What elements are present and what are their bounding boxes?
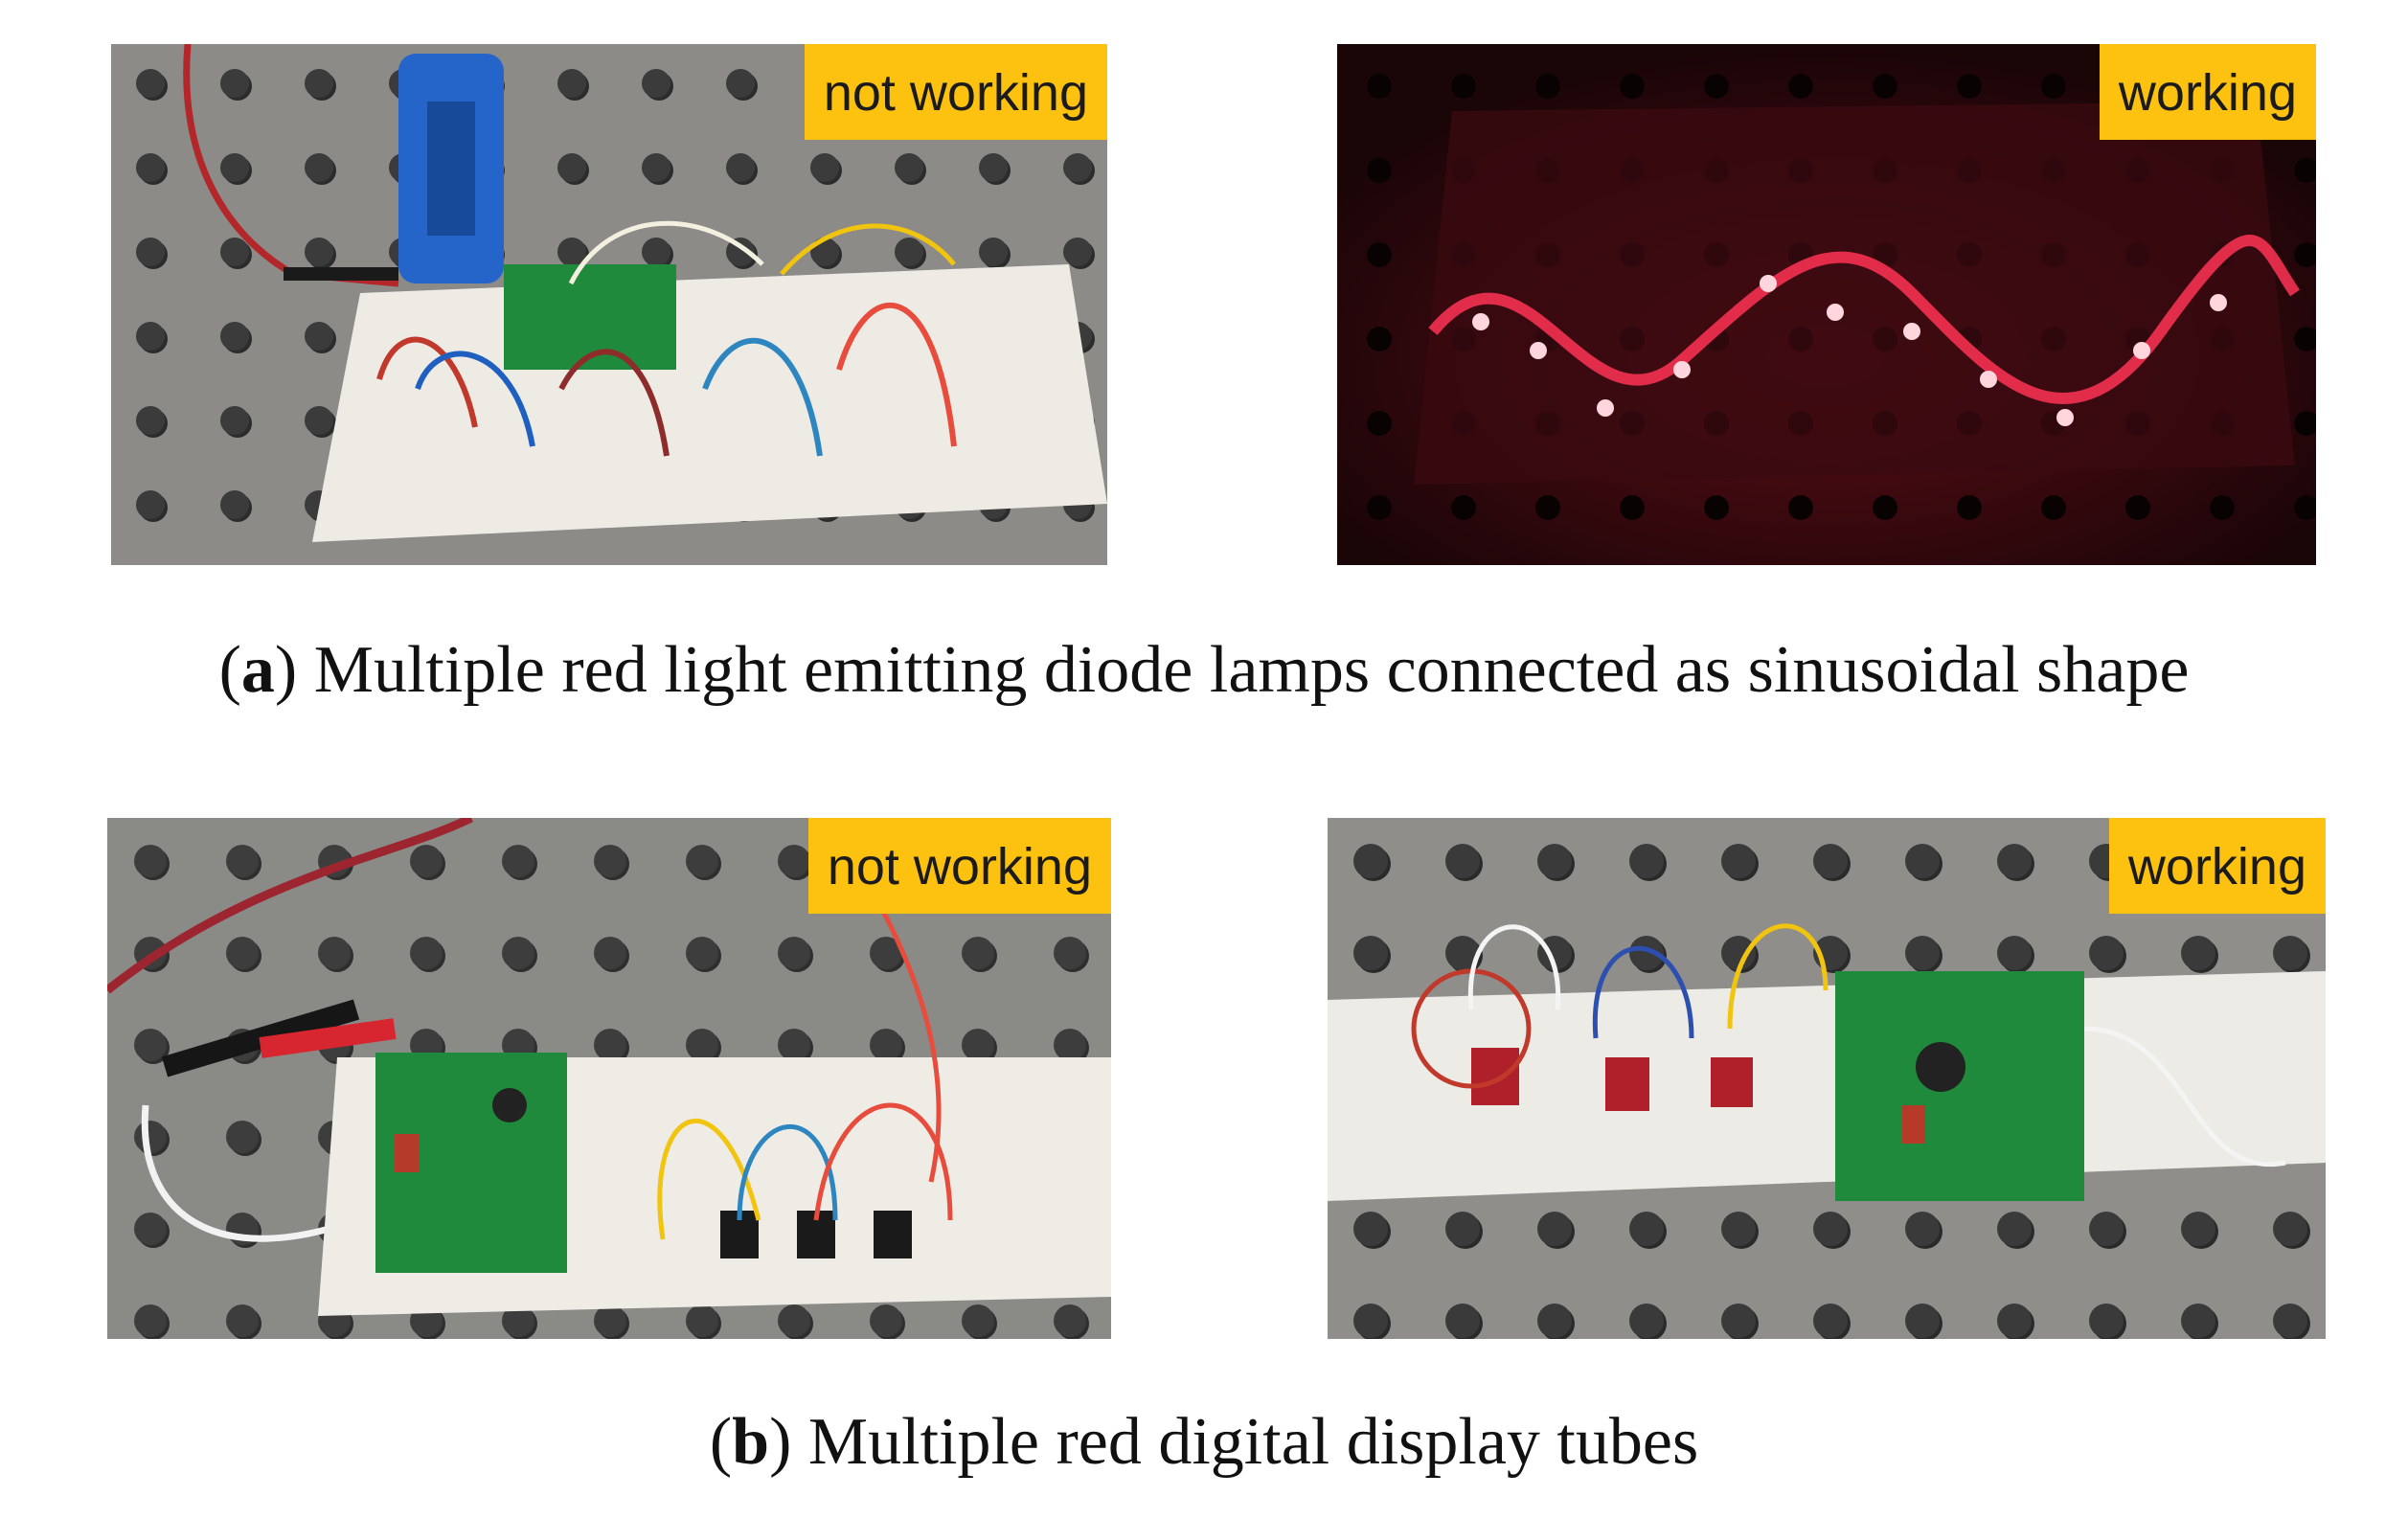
- caption-letter: a: [240, 633, 275, 707]
- caption-b: (b) Multiple red digital display tubes: [709, 1405, 1699, 1479]
- status-badge: working: [2108, 818, 2326, 914]
- caption-text: Multiple red digital display tubes: [807, 1405, 1699, 1479]
- status-badge: working: [2099, 44, 2316, 140]
- photo-display-working: working: [1328, 818, 2326, 1339]
- caption-a: (a) Multiple red light emitting diode la…: [218, 633, 2190, 707]
- caption-letter: b: [732, 1405, 770, 1479]
- photo-display-not-working: not working: [107, 818, 1111, 1339]
- status-badge: not working: [807, 818, 1111, 914]
- status-badge: not working: [804, 44, 1107, 140]
- photo-led-not-working: not working: [111, 44, 1107, 565]
- caption-text: Multiple red light emitting diode lamps …: [313, 633, 2190, 707]
- photo-led-working: working: [1337, 44, 2316, 565]
